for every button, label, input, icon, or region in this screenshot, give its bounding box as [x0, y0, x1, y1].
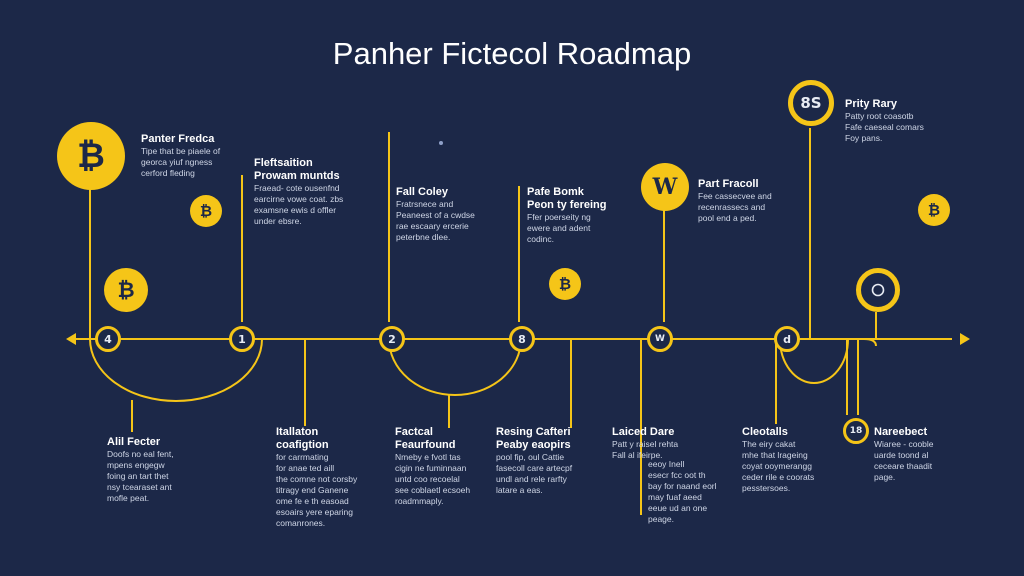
milestone-body: pool fip, oul Cattie fasecoll care artec… [496, 452, 573, 495]
milestone-body: Nmeby e fvotl tas cigin ne fuminnaan unt… [395, 452, 471, 506]
milestone-text: Panter Fredca Tipe that be piaele of geo… [141, 133, 251, 179]
milestone-heading: Laiced Dare [612, 426, 675, 438]
arc-connector [388, 338, 522, 396]
milestone-body: Fee cassecvee and recenrassecs and pool … [698, 191, 772, 223]
timeline-node: 18 [843, 418, 869, 444]
milestone-body: eeoy Inell esecr fcc oot th bay for naan… [648, 459, 717, 524]
timeline-node: W [647, 326, 673, 352]
milestone-text: Fleftsaition Prowam muntds Fraead- cote … [254, 157, 366, 227]
timeline-node: 1 [229, 326, 255, 352]
timeline-node: d [774, 326, 800, 352]
left-arrowhead [66, 333, 76, 345]
milestone-heading: Prity Rary [845, 98, 897, 110]
milestone-text: Prity Rary Patty root coasotb Fafe caese… [845, 98, 955, 144]
milestone-body: Fratrsnece and Peaneest of a cwdse rae e… [396, 199, 475, 242]
bitcoin-icon: ₿ [190, 195, 222, 227]
milestone-text: Resing Cafteri Peaby eaopirs pool fip, o… [496, 426, 596, 496]
milestone-heading: Fleftsaition Prowam muntds [254, 157, 340, 182]
arc-connector [863, 338, 877, 347]
milestone-heading: Alil Fecter [107, 436, 161, 448]
bitcoin-icon: ₿ [549, 268, 581, 300]
milestone-body: Doofs no eal fent, mpens engegw foing an… [107, 449, 174, 503]
timeline-node: 4 [95, 326, 121, 352]
milestone-heading: Panter Fredca [141, 133, 215, 145]
right-arrowhead [960, 333, 970, 345]
milestone-body: Patt y raisel rehta Fall al ifeirpe. [612, 439, 679, 460]
milestone-body: for carrmating for anae ted aill the com… [276, 452, 358, 528]
milestone-heading: Itallaton coafigtion [276, 426, 329, 451]
milestone-heading: Part Fracoll [698, 178, 759, 190]
milestone-text: Factcal Feaurfound Nmeby e fvotl tas cig… [395, 426, 495, 507]
w-badge-icon: W [641, 163, 689, 211]
milestone-heading: Nareebect [874, 426, 928, 438]
milestone-text: Nareebect Wiaree - cooble uarde toond al… [874, 426, 970, 483]
timeline-node: 2 [379, 326, 405, 352]
coin-outline-icon [856, 268, 900, 312]
milestone-text: Itallaton coafigtion for carrmating for … [276, 426, 382, 529]
arc-connector [89, 338, 263, 402]
milestone-text: Laiced Dare Patt y raisel rehta Fall al … [612, 426, 708, 461]
milestone-body: Wiaree - cooble uarde toond al ceceare t… [874, 439, 934, 482]
s-badge-icon: 8S [788, 80, 834, 126]
milestone-body: Fraead- cote ousenfnd earcirne vowe coat… [254, 183, 344, 226]
milestone-body: Patty root coasotb Fafe caeseal comars F… [845, 111, 924, 143]
dot [439, 141, 443, 145]
milestone-text: Alil Fecter Doofs no eal fent, mpens eng… [107, 436, 207, 504]
arc-connector [779, 338, 849, 384]
milestone-heading: Resing Cafteri Peaby eaopirs [496, 426, 571, 451]
milestone-text: Pafe Bomk Peon ty fereing Ffer poerseity… [527, 186, 627, 245]
timeline-node: 8 [509, 326, 535, 352]
bitcoin-icon: ₿ [918, 194, 950, 226]
milestone-heading: Factcal Feaurfound [395, 426, 456, 451]
milestone-body: Tipe that be piaele of georca yiuf ngnes… [141, 146, 221, 178]
page-title: Panher Fictecol Roadmap [332, 36, 692, 71]
milestone-text: Fall Coley Fratrsnece and Peaneest of a … [396, 186, 496, 243]
milestone-heading: Cleotalls [742, 426, 788, 438]
bitcoin-icon: ₿ [57, 122, 125, 190]
milestone-heading: Fall Coley [396, 186, 448, 198]
milestone-text: Part Fracoll Fee cassecvee and recenrass… [698, 178, 798, 224]
coin-glyph-icon [871, 283, 885, 297]
milestone-text: Cleotalls The eiry cakat mhe that lragei… [742, 426, 842, 494]
milestone-body: Ffer poerseity ng ewere and adent codinc… [527, 212, 591, 244]
milestone-extra-text: eeoy Inell esecr fcc oot th bay for naan… [648, 459, 740, 525]
milestone-body: The eiry cakat mhe that lrageing coyat o… [742, 439, 815, 493]
milestone-heading: Pafe Bomk Peon ty fereing [527, 186, 607, 211]
bitcoin-icon: ₿ [104, 268, 148, 312]
